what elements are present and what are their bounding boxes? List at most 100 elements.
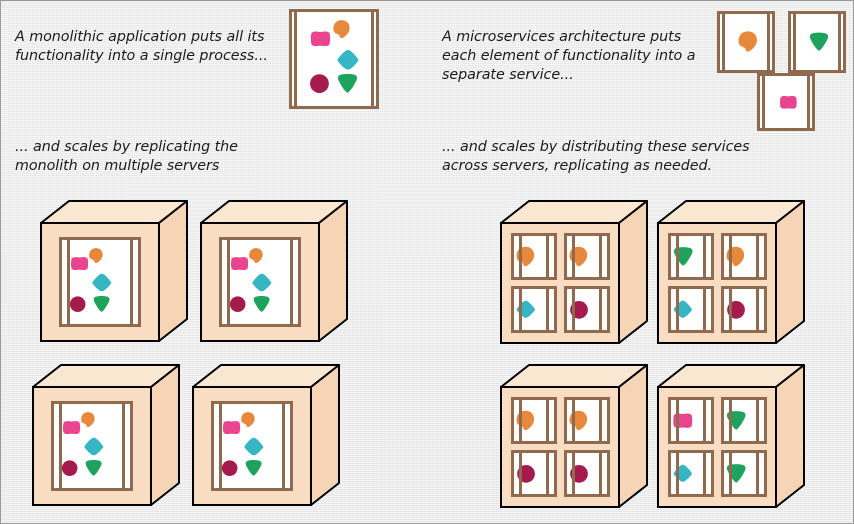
- microservice-server-1[interactable]: [500, 200, 648, 344]
- microservice-window[interactable]: [564, 450, 610, 497]
- monolith-app-window[interactable]: [51, 401, 133, 491]
- server-front-face: [501, 223, 619, 343]
- pink-bowtie-shape: [230, 254, 249, 273]
- orange-blob-shape: [88, 243, 104, 268]
- microservice-window[interactable]: [668, 397, 714, 444]
- green-triangle-shape: [252, 292, 271, 316]
- green-triangle-shape: [723, 409, 749, 432]
- microservice-window[interactable]: [564, 397, 610, 444]
- window-mullion-right: [703, 289, 706, 330]
- server-front-face: [41, 223, 159, 341]
- window-mullion-left: [67, 240, 70, 324]
- microservices-intro-caption: A microservices architecture puts each e…: [442, 29, 696, 83]
- window-pane: [292, 12, 376, 106]
- microservice-window[interactable]: [511, 233, 557, 280]
- orange-blob-shape: [332, 15, 351, 43]
- window-mullion-right: [546, 453, 549, 494]
- window-glass: [728, 14, 764, 70]
- window-mullion-right: [599, 453, 602, 494]
- window-glass: [300, 12, 368, 106]
- microservice-window[interactable]: [721, 450, 767, 497]
- monolithic-application-window[interactable]: [289, 9, 379, 109]
- monolith-server-1[interactable]: [40, 200, 188, 342]
- monolith-server-3[interactable]: [32, 364, 180, 506]
- cyan-diamond-shape: [669, 299, 697, 320]
- window-mullion-right: [546, 289, 549, 330]
- window-glass: [222, 240, 298, 324]
- pink-bowtie-shape: [62, 418, 81, 437]
- window-mullion-right: [599, 289, 602, 330]
- server-front-face: [501, 387, 619, 507]
- window-mullion-left: [572, 400, 575, 441]
- cyan-diamond-shape: [83, 436, 105, 457]
- window-glass: [54, 404, 130, 488]
- microservice-window[interactable]: [721, 397, 767, 444]
- microservice-window[interactable]: [721, 233, 767, 280]
- microservice-server-4[interactable]: [657, 364, 805, 508]
- pink-bowtie-shape: [309, 28, 332, 50]
- pink-bowtie-shape: [70, 254, 89, 273]
- window-mullion-left: [519, 400, 522, 441]
- green-triangle-shape: [808, 27, 830, 56]
- microservice-window[interactable]: [668, 450, 714, 497]
- window-mullion-right: [122, 404, 125, 488]
- window-mullion-right: [290, 240, 293, 324]
- microservice-window-green[interactable]: [788, 11, 846, 73]
- pink-bowtie-shape: [222, 418, 241, 437]
- monolith-app-window[interactable]: [59, 237, 141, 327]
- microservice-window[interactable]: [668, 233, 714, 280]
- server-front-face: [658, 223, 776, 343]
- window-mullion-right: [703, 400, 706, 441]
- monolith-server-2[interactable]: [200, 200, 348, 342]
- monolith-server-4[interactable]: [192, 364, 340, 506]
- window-mullion-left: [59, 404, 62, 488]
- microservices-scaling-caption: ... and scales by distributing these ser…: [442, 139, 750, 174]
- monolith-app-window[interactable]: [219, 237, 301, 327]
- microservice-window[interactable]: [511, 397, 557, 444]
- microservice-window[interactable]: [721, 286, 767, 333]
- window-mullion-left: [676, 453, 679, 494]
- cyan-diamond-shape: [512, 299, 540, 320]
- server-front-face: [201, 223, 319, 341]
- microservice-server-2[interactable]: [657, 200, 805, 344]
- window-pane: [791, 14, 843, 70]
- microservice-window[interactable]: [564, 233, 610, 280]
- orange-blob-shape: [240, 407, 256, 432]
- monolith-app-window[interactable]: [211, 401, 293, 491]
- window-mullion-left: [519, 289, 522, 330]
- microservice-server-3[interactable]: [500, 364, 648, 508]
- microservice-window-orange[interactable]: [717, 11, 775, 73]
- window-mullion-left: [572, 236, 575, 277]
- monolith-intro-caption: A monolithic application puts all its fu…: [15, 29, 268, 64]
- window-mullion-right: [546, 400, 549, 441]
- cyan-diamond-shape: [243, 436, 265, 457]
- microservice-window-pink[interactable]: [757, 73, 815, 131]
- window-mullion-left: [572, 453, 575, 494]
- window-mullion-right: [756, 453, 759, 494]
- cyan-diamond-shape: [251, 272, 273, 293]
- window-mullion-left: [572, 289, 575, 330]
- microservice-window[interactable]: [511, 286, 557, 333]
- server-front-face: [193, 387, 311, 505]
- cyan-diamond-shape: [91, 272, 113, 293]
- window-glass: [799, 14, 835, 70]
- window-mullion-left: [227, 240, 230, 324]
- server-front-face: [658, 387, 776, 507]
- darkred-circle-shape: [229, 292, 246, 316]
- monolith-scaling-caption: ... and scales by replicating the monoli…: [15, 139, 238, 174]
- window-pane: [720, 14, 772, 70]
- server-front-face: [33, 387, 151, 505]
- microservice-window[interactable]: [564, 286, 610, 333]
- microservice-window[interactable]: [668, 286, 714, 333]
- window-mullion-right: [756, 289, 759, 330]
- window-mullion-right: [756, 400, 759, 441]
- green-triangle-shape: [92, 292, 111, 316]
- pink-bowtie-shape: [669, 410, 697, 431]
- green-triangle-shape: [84, 456, 103, 480]
- window-mullion-right: [546, 236, 549, 277]
- window-mullion-left: [676, 400, 679, 441]
- cyan-diamond-shape: [335, 48, 361, 72]
- microservice-window[interactable]: [511, 450, 557, 497]
- window-mullion-right: [756, 236, 759, 277]
